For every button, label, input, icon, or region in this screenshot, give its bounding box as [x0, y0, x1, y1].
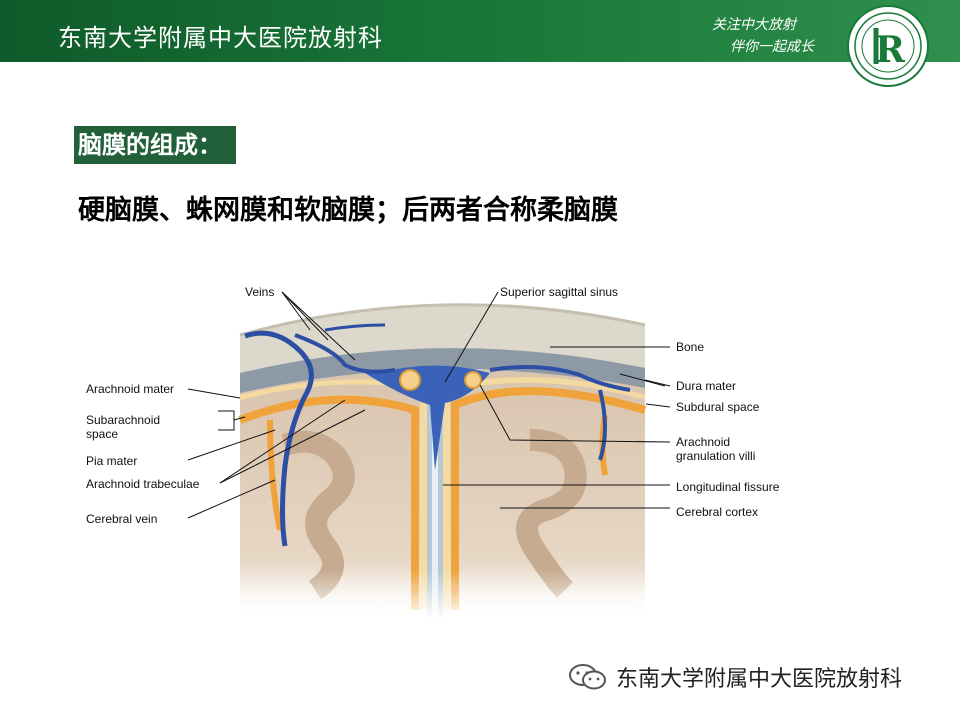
footer-watermark: 东南大学附属中大医院放射科 [568, 662, 902, 692]
label-arachnoid-granulation-1: Arachnoid [676, 435, 730, 449]
label-longitudinal-fissure: Longitudinal fissure [676, 480, 780, 494]
slogan-line-2: 伴你一起成长 [730, 39, 814, 55]
wechat-icon [569, 664, 606, 690]
footer-text: 东南大学附属中大医院放射科 [616, 667, 903, 692]
label-arachnoid-mater: Arachnoid mater [86, 382, 174, 396]
label-arachnoid-trabeculae: Arachnoid trabeculae [86, 477, 200, 491]
meninges-diagram: Veins Superior sagittal sinus Bone Dura … [86, 285, 780, 620]
label-dura-mater: Dura mater [676, 379, 736, 393]
label-cerebral-vein: Cerebral vein [86, 512, 157, 526]
label-bone: Bone [676, 340, 704, 354]
label-subdural-space: Subdural space [676, 400, 760, 414]
slogan-line-1: 关注中大放射 [712, 17, 796, 33]
header-bar: 东南大学附属中大医院放射科 关注中大放射 伴你一起成长 [0, 0, 960, 62]
label-cerebral-cortex: Cerebral cortex [676, 505, 758, 519]
label-arachnoid-granulation-2: granulation villi [676, 449, 755, 463]
label-pia-mater: Pia mater [86, 454, 137, 468]
logo-letter: R [875, 29, 906, 71]
section-title: 脑膜的组成： [74, 126, 236, 164]
hospital-logo: R [847, 5, 929, 87]
vein-branch-2 [324, 323, 386, 332]
label-veins: Veins [245, 285, 274, 299]
label-superior-sagittal-sinus: Superior sagittal sinus [500, 285, 618, 299]
label-subarachnoid-space-2: space [86, 427, 118, 441]
slide-subtitle: 硬脑膜、蛛网膜和软脑膜；后两者合称柔脑膜 [78, 195, 618, 226]
label-subarachnoid-space-1: Subarachnoid [86, 413, 160, 427]
header-title: 东南大学附属中大医院放射科 [58, 24, 383, 52]
bone-layer [240, 304, 645, 373]
